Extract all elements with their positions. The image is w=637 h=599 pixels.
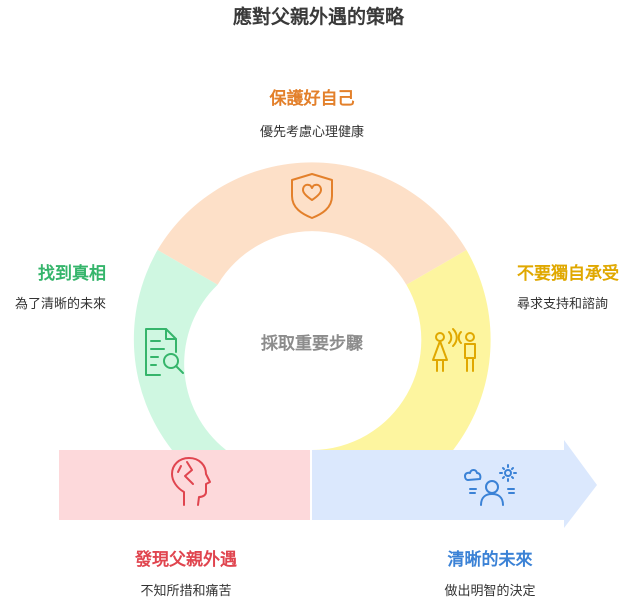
step-title-seek-help: 不要獨自承受 <box>517 264 619 284</box>
head-shattered-icon <box>171 457 211 506</box>
center-label: 採取重要步驟 <box>261 334 363 354</box>
shield-heart-icon <box>291 173 333 219</box>
ring-segment-left <box>133 250 226 450</box>
step-title-protect: 保護好自己 <box>269 89 355 109</box>
step-title-truth: 找到真相 <box>38 264 106 284</box>
document-search-icon <box>145 328 184 376</box>
person-weather-icon <box>464 464 517 506</box>
step-desc-protect: 優先考慮心理健康 <box>259 125 364 140</box>
step-desc-truth: 為了清晰的未來 <box>14 297 106 312</box>
ring-segment-top <box>157 162 467 285</box>
step-title-discover: 發現父親外遇 <box>135 550 237 570</box>
discover-bar <box>59 450 310 520</box>
diagram-title: 應對父親外遇的策略 <box>232 6 404 28</box>
step-desc-future: 做出明智的決定 <box>444 584 536 599</box>
people-talking-icon <box>432 328 476 372</box>
step-desc-seek-help: 尋求支持和諮詢 <box>517 297 609 312</box>
future-arrow <box>312 440 597 528</box>
step-title-future: 清晰的未來 <box>447 550 533 570</box>
step-desc-discover: 不知所措和痛苦 <box>140 584 232 599</box>
